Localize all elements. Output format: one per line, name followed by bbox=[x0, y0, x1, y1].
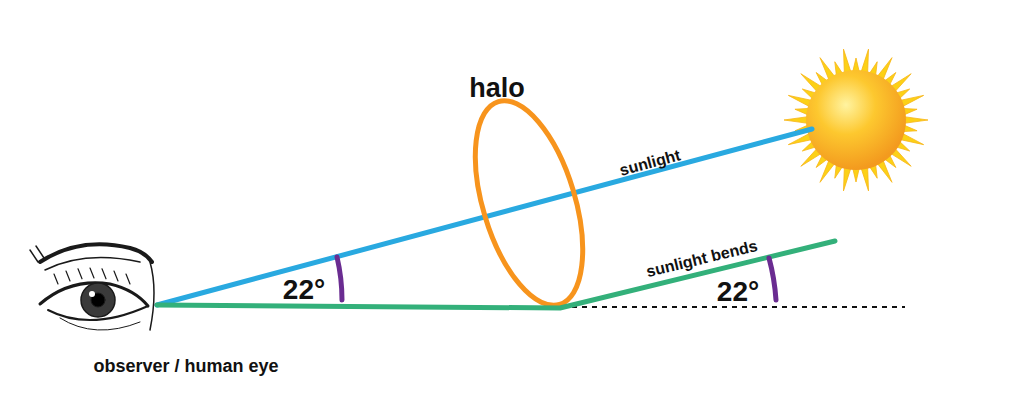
angle-arc bbox=[769, 258, 776, 300]
halo-ring bbox=[454, 88, 603, 318]
reference-line bbox=[562, 306, 905, 308]
sun-ray bbox=[843, 167, 850, 191]
angle-arc bbox=[337, 257, 342, 300]
sun-ray bbox=[904, 117, 928, 124]
halo-label: halo bbox=[469, 75, 525, 102]
sun-ray bbox=[861, 167, 868, 191]
eyelash bbox=[54, 274, 58, 284]
sun-ray bbox=[861, 49, 868, 73]
eyelash bbox=[90, 268, 94, 278]
eyelash bbox=[114, 271, 118, 281]
eyelash bbox=[102, 269, 106, 279]
observer-label: observer / human eye bbox=[93, 357, 278, 375]
eye-figure bbox=[30, 244, 154, 330]
sun-rays bbox=[784, 49, 928, 191]
eyelash bbox=[66, 271, 70, 281]
eyelash bbox=[126, 274, 130, 284]
sun-ray bbox=[843, 49, 850, 73]
sun-ray bbox=[784, 117, 808, 124]
sun-disc bbox=[806, 70, 906, 170]
angle-value: 22° bbox=[283, 276, 325, 304]
eyelash bbox=[78, 269, 82, 279]
angle-value: 22° bbox=[717, 278, 759, 306]
